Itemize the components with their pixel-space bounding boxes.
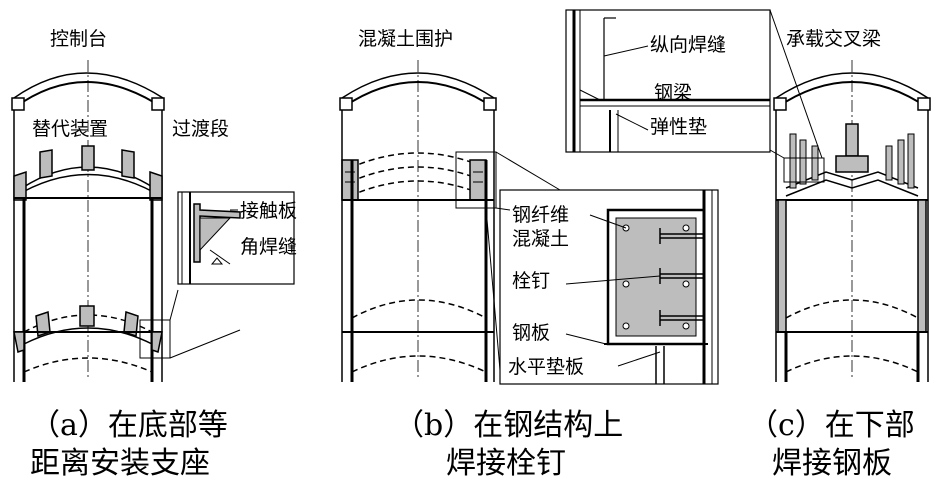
label-contact-plate: 接触板 — [240, 200, 298, 222]
label-steel-fiber-line1: 钢纤维 — [512, 204, 570, 226]
label-steel-fiber-line2: 混凝土 — [512, 228, 570, 250]
caption-b-line1: （b）在钢结构上 — [394, 408, 624, 443]
label-elastic-pad: 弹性垫 — [650, 116, 708, 138]
caption-a-line1: （a）在底部等 — [30, 408, 228, 443]
caption-b-line2: 焊接栓钉 — [446, 446, 566, 481]
label-stud: 栓钉 — [512, 270, 551, 292]
label-steel-beam: 钢梁 — [654, 82, 693, 104]
label-steel-plate: 钢板 — [512, 322, 551, 344]
caption-c-line2: 焊接钢板 — [772, 446, 892, 481]
panel-a-drawing — [11, 60, 295, 382]
label-longitudinal-weld: 纵向焊缝 — [650, 34, 727, 56]
panel-c-drawing — [565, 9, 931, 382]
label-transition-section: 过渡段 — [172, 118, 230, 140]
label-fillet-weld: 角焊缝 — [240, 236, 298, 258]
label-concrete-surround: 混凝土围护 — [358, 28, 454, 50]
label-horizontal-pad: 水平垫板 — [508, 356, 585, 378]
label-load-cross-beam: 承载交叉梁 — [786, 28, 882, 50]
label-control-console: 控制台 — [50, 28, 108, 50]
panel-b-drawing — [339, 60, 719, 385]
caption-c-line1: （c）在下部 — [748, 408, 915, 443]
leader-lines — [234, 45, 661, 367]
caption-a-line2: 距离安装支座 — [30, 446, 210, 481]
label-substitute-device: 替代装置 — [32, 118, 109, 140]
